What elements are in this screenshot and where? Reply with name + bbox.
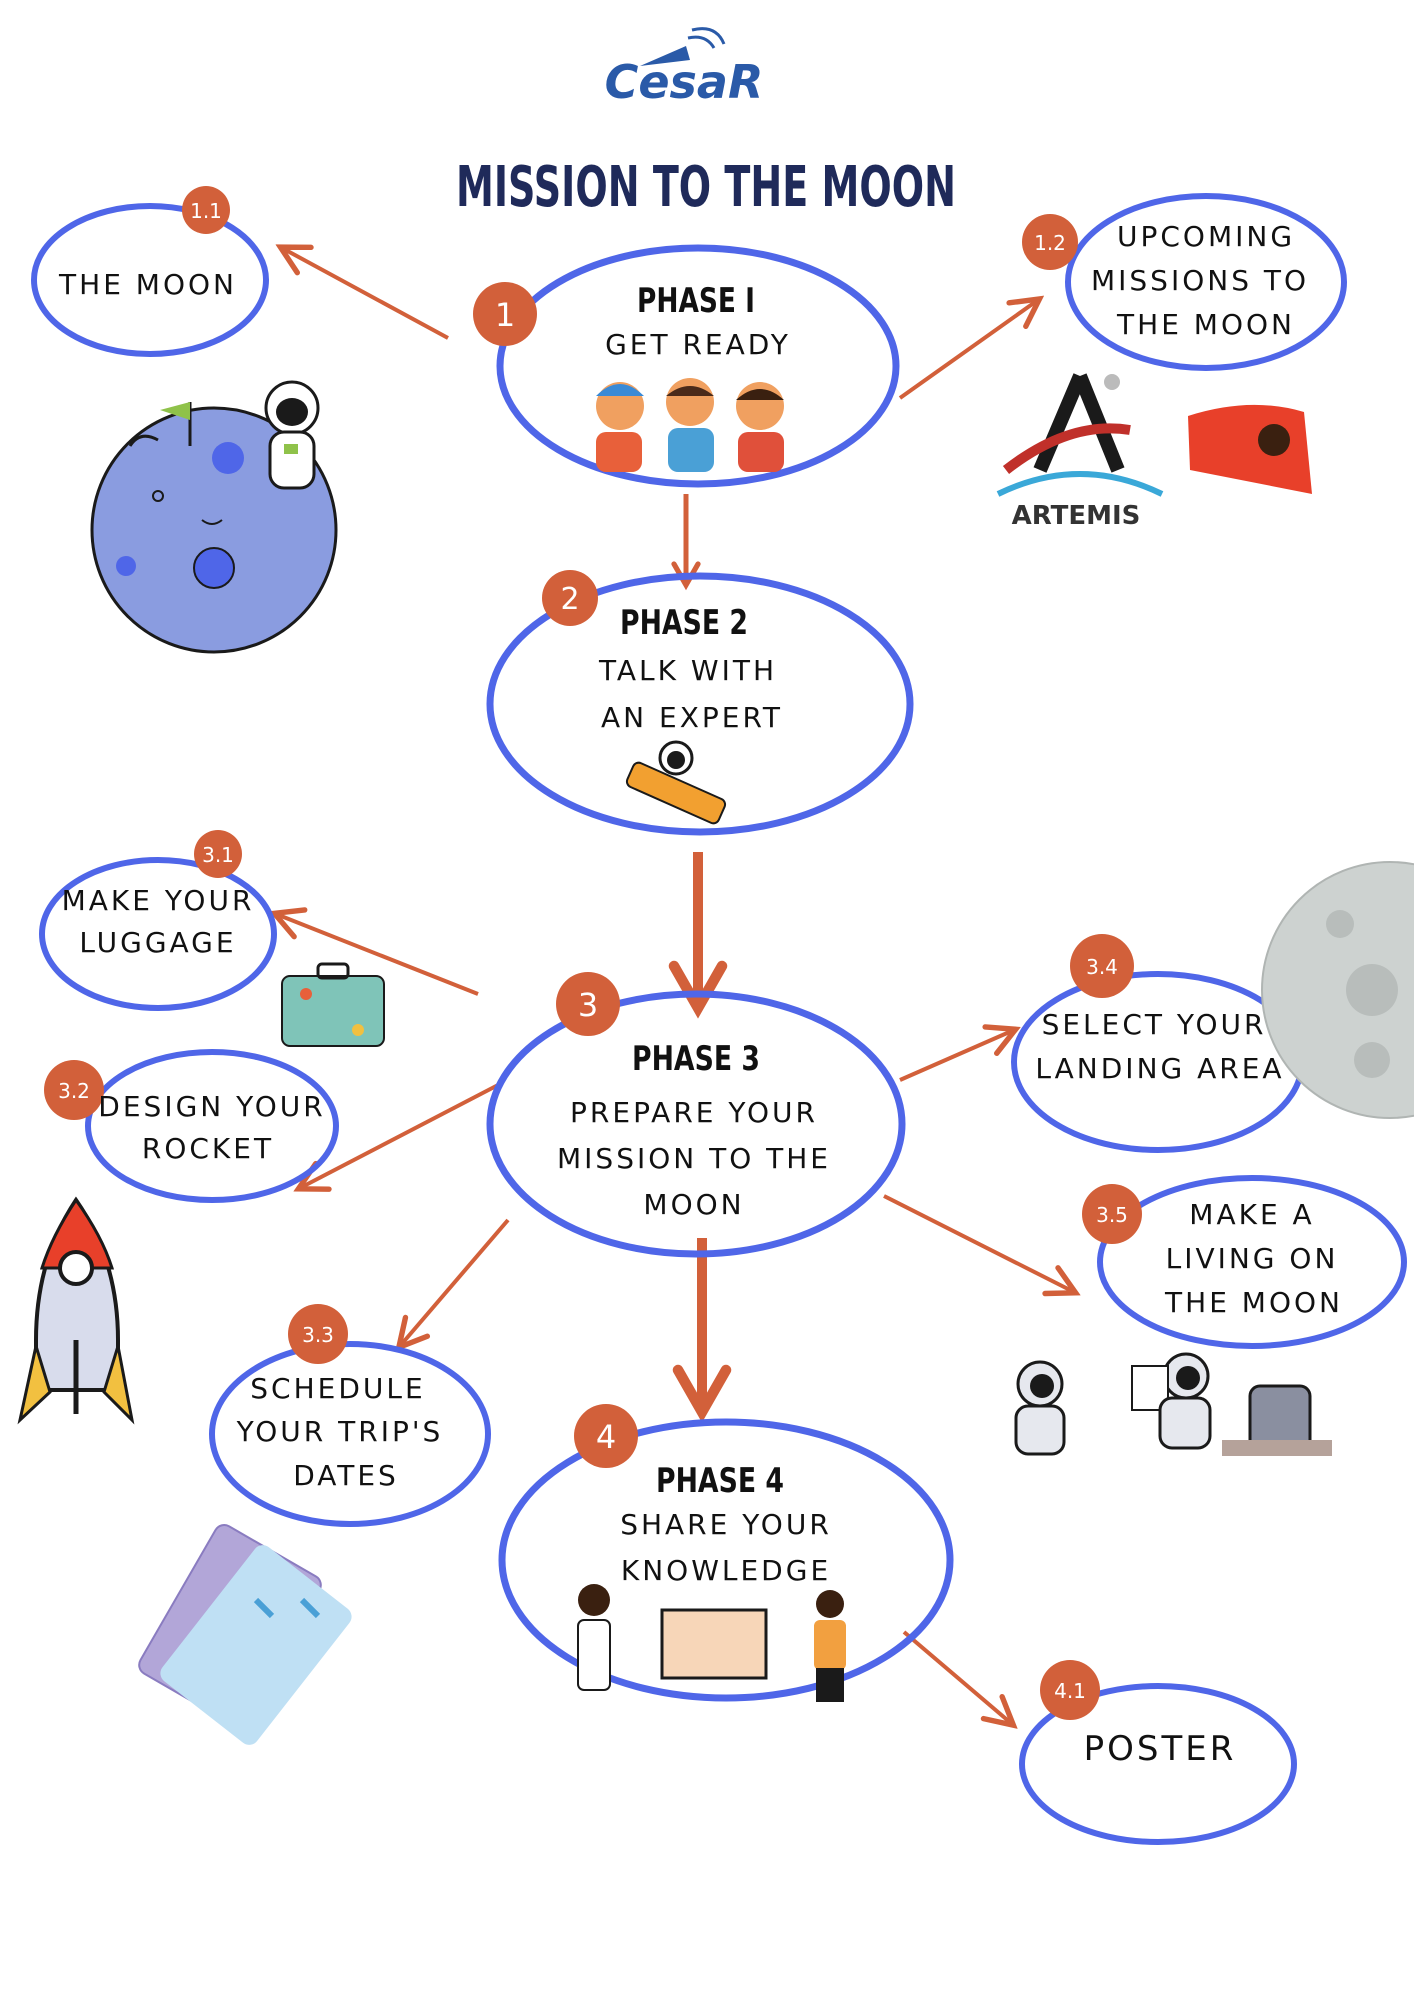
artemis-logo-icon: ARTEMIS: [996, 373, 1164, 531]
step-3-1-line-2: LUGGAGE: [79, 926, 236, 959]
phase-1-line-1: GET READY: [605, 328, 791, 361]
step-3-5-line-3: THE MOON: [1164, 1286, 1343, 1319]
phase-4-title: PHASE 4: [656, 1461, 784, 1501]
phase-1-badge: 1: [495, 296, 515, 334]
phase-node-1: 1 PHASE I GET READY: [473, 244, 900, 488]
full-moon-icon: [1261, 861, 1414, 1119]
phase-1-title: PHASE I: [637, 281, 755, 321]
phase-3-badge: 3: [578, 986, 598, 1024]
phase-2-badge: 2: [560, 582, 579, 617]
phase-3-line-1: PREPARE YOUR: [570, 1096, 818, 1129]
step-node-3-5: 3.5 MAKE A LIVING ON THE MOON: [1082, 1175, 1407, 1349]
helmet-icon: [1188, 404, 1312, 494]
phase-3-line-2: MISSION TO THE: [557, 1142, 831, 1175]
arrow-1-2: [898, 300, 1038, 400]
step-1-2-badge: 1.2: [1034, 231, 1066, 255]
step-3-3-line-3: DATES: [293, 1459, 399, 1492]
step-3-4-line-1: SELECT YOUR: [1042, 1008, 1267, 1041]
phase-2-title: PHASE 2: [620, 603, 748, 643]
step-4-1-line-1: POSTER: [1084, 1729, 1237, 1769]
step-3-5-line-1: MAKE A: [1189, 1198, 1314, 1231]
arrow-1-1: [282, 248, 449, 340]
phase-3-line-3: MOON: [643, 1188, 744, 1221]
arrow-3-3: [400, 1218, 510, 1346]
step-3-5-line-2: LIVING ON: [1166, 1242, 1339, 1275]
step-node-4-1: 4.1 POSTER: [1019, 1660, 1297, 1845]
luggage-icon: [281, 962, 385, 1047]
step-3-4-badge: 3.4: [1086, 955, 1118, 979]
phase-4-line-2: KNOWLEDGE: [621, 1554, 831, 1587]
kids-icon: [596, 378, 784, 472]
step-1-2-line-1: UPCOMING: [1117, 220, 1295, 253]
step-3-1-line-1: MAKE YOUR: [62, 884, 255, 917]
step-3-1-badge: 3.1: [202, 843, 234, 867]
tickets-icon: [138, 1524, 352, 1745]
cesar-logo: CesaR: [605, 27, 764, 109]
arrow-3-5: [883, 1194, 1074, 1292]
step-4-1-badge: 4.1: [1054, 1679, 1086, 1703]
logo-text: CesaR: [605, 55, 764, 109]
phase-3-title: PHASE 3: [632, 1039, 760, 1079]
phase-4-badge: 4: [596, 1418, 616, 1456]
step-3-2-line-2: ROCKET: [142, 1132, 274, 1165]
living-astronauts-icon: [1014, 1352, 1332, 1456]
step-3-4-line-2: LANDING AREA: [1035, 1052, 1284, 1085]
step-1-2-line-3: THE MOON: [1116, 308, 1295, 341]
phase-4-line-1: SHARE YOUR: [620, 1508, 832, 1541]
step-node-3-2: 3.2 DESIGN YOUR ROCKET: [44, 1049, 339, 1203]
step-3-3-badge: 3.3: [302, 1323, 334, 1347]
arrow-3-1: [276, 914, 479, 996]
step-3-3-line-2: YOUR TRIP'S: [236, 1415, 444, 1448]
phase-node-4: 4 PHASE 4 SHARE YOUR KNOWLEDGE: [498, 1404, 954, 1702]
step-node-3-3: 3.3 SCHEDULE YOUR TRIP'S DATES: [209, 1304, 491, 1527]
page-title: MISSION TO THE MOON: [456, 155, 956, 220]
step-node-1-2: 1.2 UPCOMING MISSIONS TO THE MOON: [1022, 193, 1347, 371]
rocket-icon: [17, 1196, 135, 1425]
artemis-label: ARTEMIS: [1012, 501, 1141, 531]
phase-node-2: 2 PHASE 2 TALK WITH AN EXPERT: [486, 570, 914, 836]
arrow-3-4: [899, 1030, 1014, 1082]
step-3-2-badge: 3.2: [58, 1079, 90, 1103]
arrow-4-1: [902, 1630, 1012, 1724]
astronaut-icon: [264, 380, 320, 490]
step-3-2-line-1: DESIGN YOUR: [98, 1090, 325, 1123]
presenters-icon: [577, 1584, 846, 1702]
pencil-astronaut-icon: [625, 740, 727, 825]
arrow-3-2: [300, 1082, 501, 1188]
step-1-1-badge: 1.1: [190, 199, 222, 223]
step-3-3-line-1: SCHEDULE: [250, 1372, 425, 1405]
connectors: [276, 248, 1074, 1724]
phase-2-line-2: AN EXPERT: [601, 701, 783, 734]
phase-2-line-1: TALK WITH: [598, 654, 777, 687]
step-1-1-line-1: THE MOON: [58, 268, 237, 301]
phase-node-3: 3 PHASE 3 PREPARE YOUR MISSION TO THE MO…: [486, 972, 906, 1258]
step-node-3-1: 3.1 MAKE YOUR LUGGAGE: [39, 830, 277, 1011]
step-node-1-1: 1.1 THE MOON: [31, 186, 269, 357]
step-3-5-badge: 3.5: [1096, 1203, 1128, 1227]
step-node-3-4: 3.4 SELECT YOUR LANDING AREA: [1011, 934, 1305, 1153]
step-1-2-line-2: MISSIONS TO: [1091, 264, 1309, 297]
